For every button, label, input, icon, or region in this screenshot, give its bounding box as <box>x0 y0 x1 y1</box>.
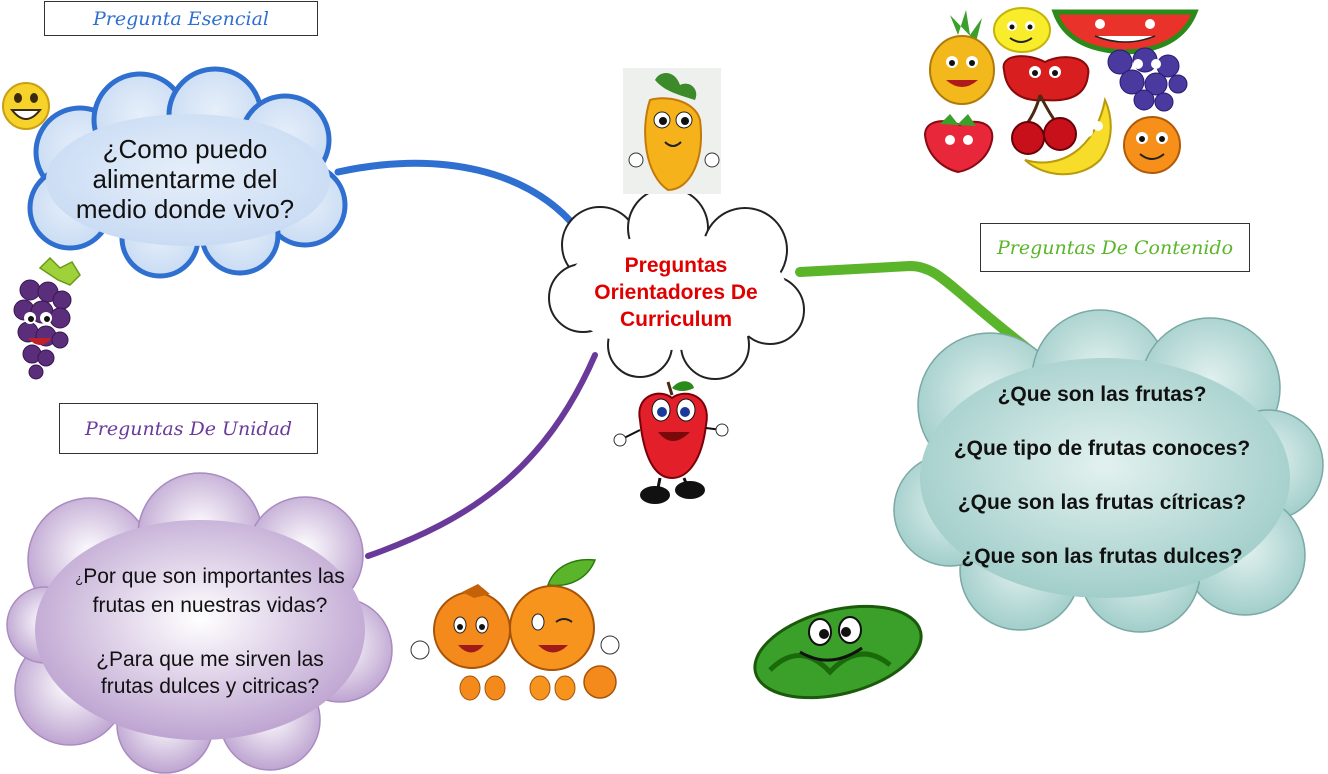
content-questions-cloud <box>893 309 1324 633</box>
unit-question-1-text: Por que son importantes las <box>83 565 345 588</box>
content-question-4: ¿Que son las frutas dulces? <box>961 545 1243 568</box>
watermelon-character-icon <box>753 604 923 700</box>
unit-questions-label: Preguntas De Unidad <box>59 403 318 454</box>
unit-question-1-line-2: frutas en nuestras vidas? <box>92 594 328 617</box>
essential-question-line-2: alimentarme del <box>92 164 278 194</box>
smiley-face-icon <box>2 82 50 130</box>
content-questions-label: Preguntas De Contenido <box>980 223 1250 272</box>
center-cloud <box>548 187 805 380</box>
apple-character-icon <box>613 381 729 504</box>
content-question-2: ¿Que tipo de frutas conoces? <box>953 437 1251 460</box>
essential-question-line-3: medio donde vivo? <box>75 194 295 224</box>
essential-question-cloud <box>27 66 348 279</box>
unit-questions-cloud <box>6 472 393 774</box>
essential-question-text: ¿Como puedo alimentarme del medio donde … <box>40 134 330 224</box>
unit-question-1-line-1: ¿Por que son importantes las <box>40 563 380 592</box>
content-question-1: ¿Que son las frutas? <box>997 383 1207 406</box>
content-questions-list: ¿Que son las frutas? ¿Que tipo de frutas… <box>912 368 1292 584</box>
center-title-line-3: Curriculum <box>619 308 732 331</box>
essential-connector <box>334 159 582 234</box>
unit-question-2-line-1: ¿Para que me sirven las <box>96 648 324 671</box>
two-oranges-character-icon <box>410 558 620 701</box>
essential-question-line-1: ¿Como puedo <box>102 134 268 164</box>
grapes-character-icon <box>13 256 81 380</box>
center-title-line-2: Orientadores De <box>594 281 758 304</box>
essential-question-label: Pregunta Esencial <box>44 1 318 36</box>
unit-question-1-mark: ¿ <box>75 571 84 586</box>
center-title: Preguntas Orientadores De Curriculum <box>565 252 787 333</box>
center-title-line-1: Preguntas <box>624 254 728 277</box>
unit-connector <box>365 352 598 559</box>
content-connector <box>795 260 1045 363</box>
unit-question-2-line-2: frutas dulces y citricas? <box>100 675 320 698</box>
unit-questions-text: ¿Por que son importantes las frutas en n… <box>40 563 380 700</box>
content-question-3: ¿Que son las frutas cítricas? <box>957 491 1247 514</box>
mango-character-icon <box>623 68 721 194</box>
fruit-collage-icon <box>923 7 1199 176</box>
unit-question-spacer <box>40 619 380 646</box>
